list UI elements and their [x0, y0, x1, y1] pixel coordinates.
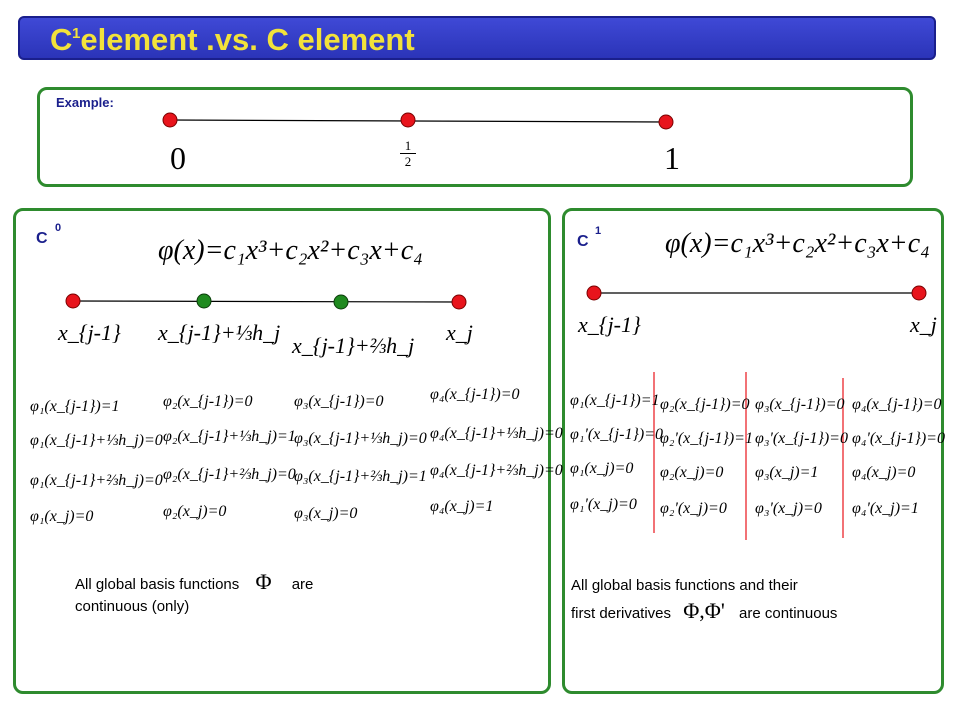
example-line	[169, 119, 667, 123]
c1-node-2	[911, 285, 927, 301]
c1-cond-4-2: φ₄'(x_{j-1})=0	[852, 430, 945, 447]
c0-phi-symbol: Φ	[255, 569, 272, 594]
c0-cond-3-3: φ₃(x_{j-1}+⅔h_j)=1	[294, 468, 427, 485]
c1-cond-2-4: φ₂'(x_j)=0	[660, 500, 727, 517]
c0-cond-4-1: φ₄(x_{j-1})=0	[430, 386, 520, 403]
c0-cond-2-4: φ₂(x_j)=0	[163, 503, 227, 520]
c1-cond-3-4: φ₃'(x_j)=0	[755, 500, 822, 517]
c1-cond-1-3: φ₁(x_j)=0	[570, 460, 634, 477]
title-bar	[18, 16, 936, 60]
c1-node-1	[586, 285, 602, 301]
c1-cond-1-2: φ₁'(x_{j-1})=0	[570, 426, 663, 443]
example-label-half: 1 2	[400, 138, 416, 169]
c0-equation: φ(x)=c₁x³+c₂x²+c₃x+c₄	[158, 235, 423, 266]
c0-cond-1-4: φ₁(x_j)=0	[30, 508, 94, 525]
example-node-0	[162, 112, 178, 128]
c0-cond-4-2: φ₄(x_{j-1}+⅓h_j)=0	[430, 425, 563, 442]
title-c: C	[50, 22, 73, 57]
c0-node-2	[196, 293, 212, 309]
c0-cond-2-3: φ₂(x_{j-1}+⅔h_j)=0	[163, 466, 296, 483]
c0-node-1	[65, 293, 81, 309]
c0-caption-line-1: All global basis functions Φ are	[75, 569, 314, 595]
example-node-half	[400, 112, 416, 128]
c1-cond-1-4: φ₁'(x_j)=0	[570, 496, 637, 513]
c1-cond-4-4: φ₄'(x_j)=1	[852, 500, 919, 517]
c0-cond-4-4: φ₄(x_j)=1	[430, 498, 494, 515]
c0-cond-1-1: φ₁(x_{j-1})=1	[30, 398, 120, 415]
half-denominator: 2	[404, 154, 412, 169]
c0-node-label-1: x_{j-1}	[58, 320, 121, 345]
c0-node-4	[451, 294, 467, 310]
c1-cond-3-2: φ₃'(x_{j-1})=0	[755, 430, 848, 447]
c1-cond-4-1: φ₄(x_{j-1})=0	[852, 396, 942, 413]
example-label-0: 0	[170, 140, 186, 176]
c1-label: C	[577, 233, 589, 250]
c0-caption-a: All global basis functions	[75, 576, 240, 593]
c1-cond-2-1: φ₂(x_{j-1})=0	[660, 396, 750, 413]
title-superscript: 1	[72, 25, 81, 42]
example-label-1: 1	[664, 140, 680, 176]
c0-cond-4-3: φ₄(x_{j-1}+⅔h_j)=0	[430, 462, 563, 479]
c1-caption-b: first derivatives	[571, 605, 672, 622]
c0-node-label-4: x_j	[446, 320, 473, 345]
c1-phi-symbol: Φ,Φ'	[683, 598, 725, 623]
c0-cond-1-2: φ₁(x_{j-1}+⅓h_j)=0	[30, 432, 163, 449]
c0-cond-3-2: φ₃(x_{j-1}+⅓h_j)=0	[294, 430, 427, 447]
c0-superscript: 0	[55, 222, 62, 234]
c0-node-label-2: x_{j-1}+⅓h_j	[158, 320, 281, 345]
example-box	[37, 87, 913, 187]
c1-node-label-2: x_j	[910, 312, 937, 337]
c0-cond-3-1: φ₃(x_{j-1})=0	[294, 393, 384, 410]
c1-superscript: 1	[595, 225, 602, 237]
c0-node-3	[333, 294, 349, 310]
c0-caption-b: are	[291, 576, 314, 593]
c1-caption-c: are continuous	[739, 605, 838, 622]
c0-panel	[13, 208, 551, 694]
c0-label: C	[36, 230, 48, 247]
c1-panel	[562, 208, 944, 694]
c1-cond-3-3: φ₃(x_j)=1	[755, 464, 819, 481]
c0-cond-2-1: φ₂(x_{j-1})=0	[163, 393, 253, 410]
c1-cond-2-3: φ₂(x_j)=0	[660, 464, 724, 481]
c1-caption-a: All global basis functions and their	[571, 577, 798, 594]
c0-cond-3-4: φ₃(x_j)=0	[294, 505, 358, 522]
title-rest: element .vs. C element	[80, 22, 415, 57]
example-node-1	[658, 114, 674, 130]
c0-line	[72, 300, 460, 303]
c1-cond-1-1: φ₁(x_{j-1})=1	[570, 392, 660, 409]
c1-node-label-1: x_{j-1}	[578, 312, 641, 337]
c0-cond-2-2: φ₂(x_{j-1}+⅓h_j)=1	[163, 428, 296, 445]
c0-cond-1-3: φ₁(x_{j-1}+⅔h_j)=0	[30, 472, 163, 489]
c0-caption-c: continuous (only)	[75, 598, 190, 615]
c1-cond-2-2: φ₂'(x_{j-1})=1	[660, 430, 753, 447]
example-label: Example:	[56, 95, 114, 110]
c0-node-label-3: x_{j-1}+⅔h_j	[292, 333, 415, 358]
half-numerator: 1	[400, 138, 416, 154]
c1-cond-3-1: φ₃(x_{j-1})=0	[755, 396, 845, 413]
c1-cond-4-3: φ₄(x_j)=0	[852, 464, 916, 481]
c1-equation: φ(x)=c₁x³+c₂x²+c₃x+c₄	[665, 228, 930, 259]
c1-caption-line-2: first derivatives Φ,Φ' are continuous	[571, 598, 838, 624]
